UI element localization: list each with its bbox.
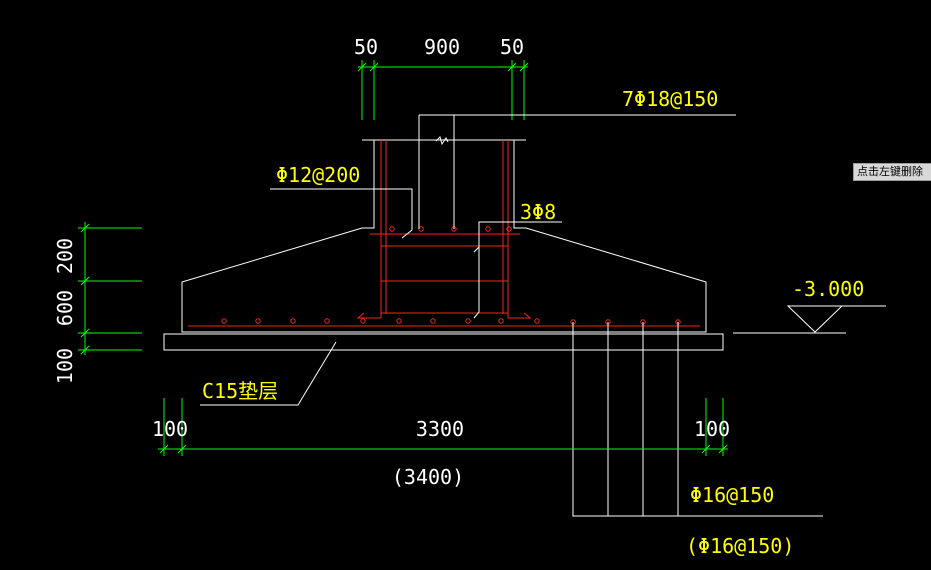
footing-profile bbox=[181, 140, 707, 333]
rebar-dot bbox=[430, 318, 436, 324]
bar-hook-right bbox=[508, 312, 532, 319]
cushion-layer bbox=[163, 333, 724, 351]
rebar-dot bbox=[221, 318, 227, 324]
dim-top-mid: 900 bbox=[424, 35, 460, 59]
bar-hook-left bbox=[356, 312, 381, 319]
dim-top-right: 50 bbox=[500, 35, 524, 59]
leader-stirrups bbox=[270, 188, 413, 239]
dim-left-mid: 600 bbox=[53, 290, 77, 326]
top-tick bbox=[519, 62, 529, 72]
left-tick bbox=[80, 276, 90, 286]
dim-left-upper: 200 bbox=[53, 238, 77, 274]
left-tick bbox=[80, 328, 90, 338]
leader-ties-drop-lower bbox=[473, 282, 480, 319]
rebar-dot bbox=[396, 318, 402, 324]
top-tick bbox=[369, 62, 379, 72]
dim-bottom-mid: 3300 bbox=[416, 417, 464, 441]
leader-lines bbox=[200, 114, 886, 517]
rebar-group bbox=[188, 140, 700, 327]
bottom-tick bbox=[177, 444, 187, 454]
label-elevation: -3.000 bbox=[792, 277, 864, 301]
label-column-main-bars: 7Φ18@150 bbox=[622, 87, 718, 111]
rebar-dot bbox=[389, 226, 395, 232]
rebar-dot bbox=[485, 226, 491, 232]
bottom-tick bbox=[159, 444, 169, 454]
label-ties: 3Φ8 bbox=[520, 200, 556, 224]
bottom-tick bbox=[701, 444, 711, 454]
dim-bottom-left: 100 bbox=[152, 417, 188, 441]
leader-ties bbox=[473, 221, 562, 253]
dim-left-lower: 100 bbox=[53, 348, 77, 384]
top-dimension-chain bbox=[357, 60, 529, 120]
rebar-dot bbox=[290, 318, 296, 324]
label-base-bars: Φ16@150 bbox=[690, 483, 774, 507]
top-tick bbox=[357, 62, 367, 72]
top-tick bbox=[507, 62, 517, 72]
left-dimension-chain bbox=[78, 222, 142, 355]
rebar-dot bbox=[360, 318, 366, 324]
label-stirrups: Φ12@200 bbox=[276, 163, 360, 187]
leader-base-bars bbox=[572, 322, 823, 517]
elevation-triangle bbox=[786, 305, 844, 333]
dim-bottom-right: 100 bbox=[694, 417, 730, 441]
delete-hint-tooltip: 点击左键删除 bbox=[853, 163, 931, 181]
left-tick bbox=[80, 223, 90, 233]
leader-cushion bbox=[200, 341, 337, 406]
rebar-dot bbox=[498, 318, 504, 324]
left-tick bbox=[80, 345, 90, 355]
bottom-dimension-chain bbox=[158, 398, 728, 456]
rebar-dot bbox=[324, 318, 330, 324]
rebar-dot bbox=[465, 318, 471, 324]
rebar-dot bbox=[506, 226, 512, 232]
dim-top-left: 50 bbox=[354, 35, 378, 59]
rebar-dots-bottom bbox=[221, 318, 681, 325]
rebar-dots-top bbox=[389, 226, 512, 232]
dim-bottom-total: (3400) bbox=[392, 465, 464, 489]
footing-outline bbox=[163, 139, 846, 351]
rebar-dot bbox=[255, 318, 261, 324]
label-base-bars-alt: (Φ16@150) bbox=[686, 534, 794, 558]
break-mark bbox=[435, 136, 449, 146]
rebar-dot bbox=[534, 318, 540, 324]
label-cushion: C15垫层 bbox=[202, 379, 278, 403]
bottom-tick bbox=[718, 444, 728, 454]
